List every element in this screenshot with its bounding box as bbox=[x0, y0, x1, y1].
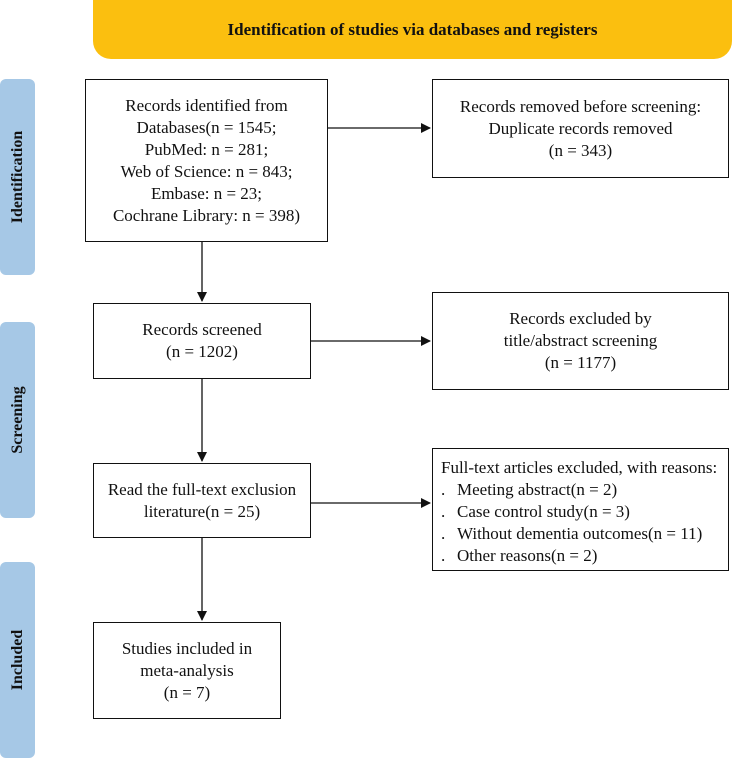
records-screened-box: Records screened (n = 1202) bbox=[93, 303, 311, 379]
studies-included-box: Studies included in meta-analysis (n = 7… bbox=[93, 622, 281, 719]
removed-line-2: Duplicate records removed bbox=[488, 118, 673, 138]
identified-line-5: Embase: n = 23; bbox=[150, 183, 263, 203]
bullet-marker: . bbox=[441, 524, 446, 543]
header-banner: Identification of studies via databases … bbox=[93, 0, 732, 59]
reason-item: . Meeting abstract(n = 2) bbox=[441, 479, 728, 501]
excluded-title-line-3: (n = 1177) bbox=[544, 353, 617, 372]
bullet-marker: . bbox=[441, 546, 446, 565]
identified-line-6: Cochrane Library: n = 398) bbox=[112, 205, 301, 225]
reason-text: Without dementia outcomes(n = 11) bbox=[457, 524, 703, 543]
identified-line-1: Records identified from bbox=[125, 95, 288, 115]
reason-item: . Without dementia outcomes(n = 11) bbox=[441, 523, 728, 545]
reason-text: Meeting abstract(n = 2) bbox=[457, 480, 618, 499]
records-excluded-title-box: Records excluded by title/abstract scree… bbox=[432, 292, 729, 390]
excluded-title-line-1: Records excluded by bbox=[509, 309, 652, 328]
reason-text: Case control study(n = 3) bbox=[457, 502, 630, 521]
screened-line-2: (n = 1202) bbox=[166, 342, 238, 361]
included-line-1: Studies included in bbox=[121, 638, 253, 658]
included-line-2: meta-analysis bbox=[140, 660, 234, 680]
records-removed-box: Records removed before screening: Duplic… bbox=[432, 79, 729, 178]
fulltext-line-1: Read the full-text exclusion bbox=[107, 479, 297, 499]
identified-line-2: Databases(n = 1545; bbox=[136, 117, 277, 137]
fulltext-read-box: Read the full-text exclusion literature(… bbox=[93, 463, 311, 538]
stage-screening: Screening bbox=[0, 322, 35, 518]
reason-item: . Other reasons(n = 2) bbox=[441, 545, 728, 567]
fulltext-excluded-box: Full-text articles excluded, with reason… bbox=[432, 448, 729, 571]
stage-identification: Identification bbox=[0, 79, 35, 275]
removed-line-3: (n = 343) bbox=[548, 140, 613, 160]
identified-line-3: PubMed: n = 281; bbox=[144, 139, 269, 159]
bullet-marker: . bbox=[441, 502, 446, 521]
header-title: Identification of studies via databases … bbox=[227, 19, 598, 39]
fulltext-line-2: literature(n = 25) bbox=[143, 501, 261, 521]
stage-included: Included bbox=[0, 562, 35, 758]
records-identified-box: Records identified from Databases(n = 15… bbox=[85, 79, 328, 242]
bullet-marker: . bbox=[441, 480, 446, 499]
included-line-3: (n = 7) bbox=[163, 682, 211, 702]
screened-line-1: Records screened bbox=[142, 320, 262, 339]
reason-item: . Case control study(n = 3) bbox=[441, 501, 728, 523]
excluded-title-line-2: title/abstract screening bbox=[503, 331, 658, 350]
fulltext-excluded-heading: Full-text articles excluded, with reason… bbox=[441, 458, 718, 477]
identified-line-4: Web of Science: n = 843; bbox=[120, 161, 293, 181]
reason-text: Other reasons(n = 2) bbox=[457, 546, 598, 565]
removed-line-1: Records removed before screening: bbox=[459, 96, 702, 116]
